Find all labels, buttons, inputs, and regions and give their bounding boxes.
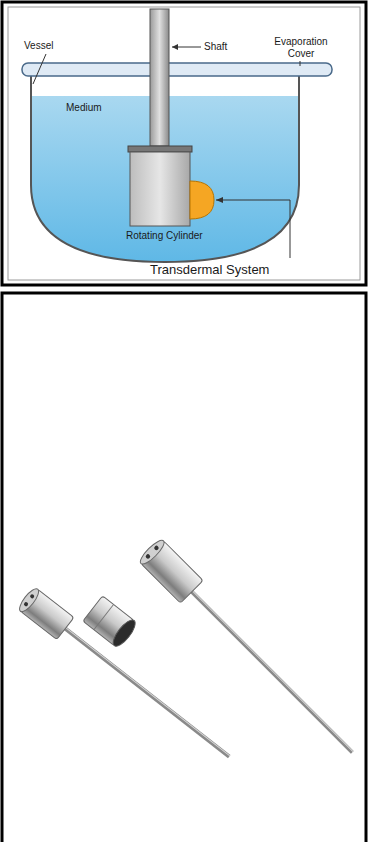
cylinder-cap: [128, 146, 192, 152]
cylinder-label: Rotating Cylinder: [126, 230, 203, 242]
cover-label: Evaporation Cover: [270, 36, 332, 60]
arrow-head: [216, 197, 223, 203]
evaporation-cover: [22, 63, 332, 76]
cylinder-holder: [137, 537, 363, 763]
panel-frame: [2, 2, 366, 285]
arrow-head: [172, 44, 178, 50]
leader-line: [300, 61, 301, 66]
cylinder-holder: [17, 586, 238, 768]
transdermal-label: Transdermal System: [150, 262, 269, 278]
transdermal-patch: [190, 181, 214, 219]
panel-inner-frame: [8, 7, 360, 280]
medium-label: Medium: [66, 102, 102, 114]
rotating-cylinder: [130, 152, 190, 226]
leader-line: [216, 200, 290, 258]
shaft-label: Shaft: [204, 41, 227, 53]
vessel-label: Vessel: [24, 40, 53, 52]
cylinder-insert: [83, 596, 139, 650]
panel-frame: [2, 293, 366, 842]
shaft: [150, 9, 169, 146]
leader-line: [33, 54, 46, 84]
